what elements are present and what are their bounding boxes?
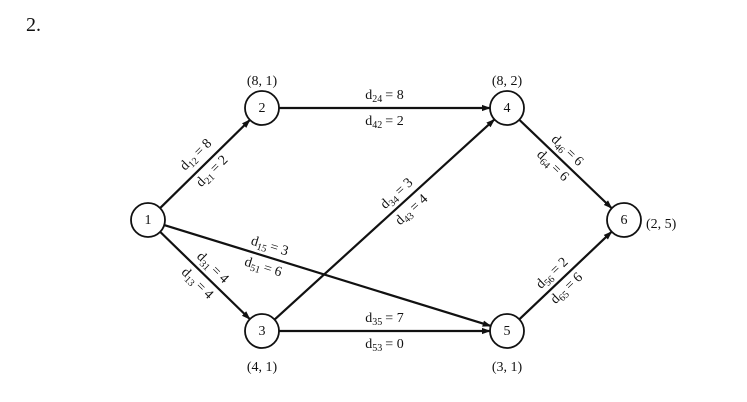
- edge-label-text: d24= 8: [365, 88, 403, 105]
- edge-label-text: d51= 6: [242, 255, 284, 283]
- node-coord-label: (8, 2): [492, 74, 523, 89]
- edge-label-d35: d35= 7: [365, 311, 403, 328]
- node-label: 5: [504, 324, 511, 339]
- node-coord-label: (8, 1): [247, 74, 278, 89]
- edge-1-3: [159, 231, 251, 320]
- edge-label-d65: d65= 6: [548, 270, 588, 309]
- edge-label-text: d35= 7: [365, 311, 403, 328]
- edge-label-text: d21= 2: [194, 153, 233, 192]
- edge-label-d24: d24= 8: [365, 88, 403, 105]
- edge-label-d15: d15= 3: [248, 234, 290, 262]
- edge-1-2: [159, 119, 251, 209]
- edge-label-text: d13= 4: [176, 265, 215, 304]
- edge-3-4: [273, 118, 496, 321]
- edge-4-6: [518, 118, 613, 210]
- edge-label-d51: d51= 6: [242, 255, 284, 283]
- node-6: 6 (2, 5): [606, 202, 677, 238]
- problem-number: 2.: [26, 14, 41, 36]
- node-label: 3: [259, 324, 266, 339]
- edge-label-d13: d13= 4: [176, 265, 216, 304]
- node-label: 6: [621, 213, 628, 228]
- edge-label-text: d42= 2: [365, 114, 403, 131]
- edge-label-text: d43= 4: [393, 192, 433, 230]
- node-label: 1: [145, 213, 152, 228]
- edge-label-d21: d21= 2: [194, 153, 233, 192]
- edge-label-d43: d43= 4: [393, 192, 433, 230]
- nodes-layer: 1 2 (8, 1) 3 (4, 1) 4 (8, 2) 5 (3, 1) 6 (2, 5): [130, 74, 677, 375]
- node-circle: [244, 90, 280, 126]
- edge-label-d53: d53= 0: [365, 337, 403, 354]
- node-1: 1: [130, 202, 166, 238]
- edge-label-text: d15= 3: [248, 234, 290, 262]
- node-label: 4: [504, 101, 511, 116]
- node-circle: [489, 313, 525, 349]
- node-2: 2 (8, 1): [244, 74, 280, 126]
- node-coord-label: (4, 1): [247, 360, 278, 375]
- edge-1-5: [163, 223, 492, 328]
- node-circle: [606, 202, 642, 238]
- edge-5-6: [518, 230, 613, 321]
- edge-label-text: d65= 6: [548, 270, 588, 309]
- node-circle: [489, 90, 525, 126]
- node-circle: [244, 313, 280, 349]
- edge-label-text: d53= 0: [365, 337, 403, 354]
- node-3: 3 (4, 1): [244, 313, 280, 375]
- node-4: 4 (8, 2): [489, 74, 525, 126]
- node-circle: [130, 202, 166, 238]
- node-5: 5 (3, 1): [489, 313, 525, 375]
- node-coord-label: (2, 5): [646, 217, 677, 232]
- edge-label-d42: d42= 2: [365, 114, 403, 131]
- node-coord-label: (3, 1): [492, 360, 523, 375]
- edges-layer: [159, 104, 613, 335]
- node-label: 2: [259, 101, 266, 116]
